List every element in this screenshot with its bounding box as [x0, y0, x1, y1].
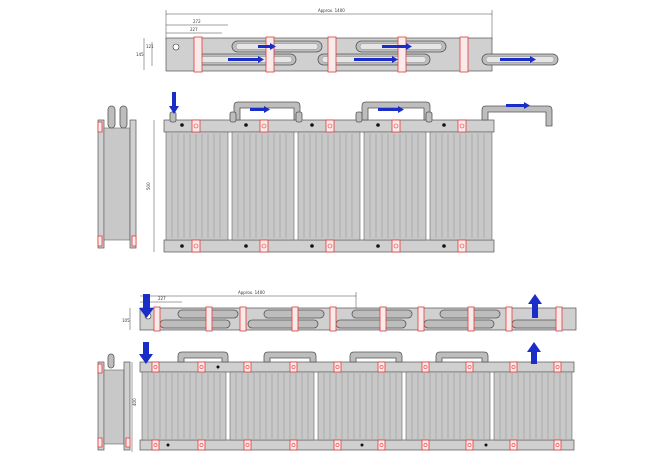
top-core-5	[429, 131, 493, 241]
dim-small-2: 227	[190, 27, 198, 32]
inlet-arrow-icon	[139, 342, 153, 364]
top-core-3	[297, 131, 361, 241]
dim-height-inner: 121	[146, 44, 154, 49]
dim-height-top: 145	[136, 52, 144, 57]
inlet-arrow-icon	[139, 294, 154, 318]
flow-arrow-icon	[250, 106, 270, 113]
bottom-core-2	[229, 371, 315, 441]
dim-small-bottom: 227	[158, 296, 166, 301]
flow-arrow-icon	[506, 102, 530, 109]
dim-height-bottom: 105	[122, 318, 130, 323]
outlet-arrow-icon	[527, 342, 541, 364]
top-core-4	[363, 131, 427, 241]
dim-total-bottom: Approx. 1400	[238, 290, 265, 295]
top-front-view: 500	[146, 92, 553, 253]
outlet-arrow-icon	[528, 294, 542, 318]
bottom-core-1	[141, 371, 227, 441]
bottom-plan-view: Approx. 1400 227 105	[122, 290, 577, 332]
top-core-1	[165, 131, 229, 241]
mount-hole	[172, 43, 180, 51]
top-core-2	[231, 131, 295, 241]
bottom-front-view: 400	[131, 342, 575, 452]
top-plan-view: Approx. 1400 272 227 145 121	[136, 8, 559, 73]
bottom-core-5	[493, 371, 573, 441]
bottom-side-view	[97, 353, 131, 451]
dim-side-top: 500	[146, 182, 151, 190]
bottom-core-3	[317, 371, 403, 441]
bottom-core-4	[405, 371, 491, 441]
flow-arrow-icon	[378, 106, 404, 113]
inlet-arrow-icon	[169, 92, 179, 114]
dim-side-bottom: 400	[132, 398, 137, 406]
dim-small-1: 272	[193, 19, 201, 24]
dim-total-top: Approx. 1400	[318, 8, 345, 13]
flow-arrow-icon	[228, 43, 536, 63]
top-side-view	[97, 105, 137, 249]
